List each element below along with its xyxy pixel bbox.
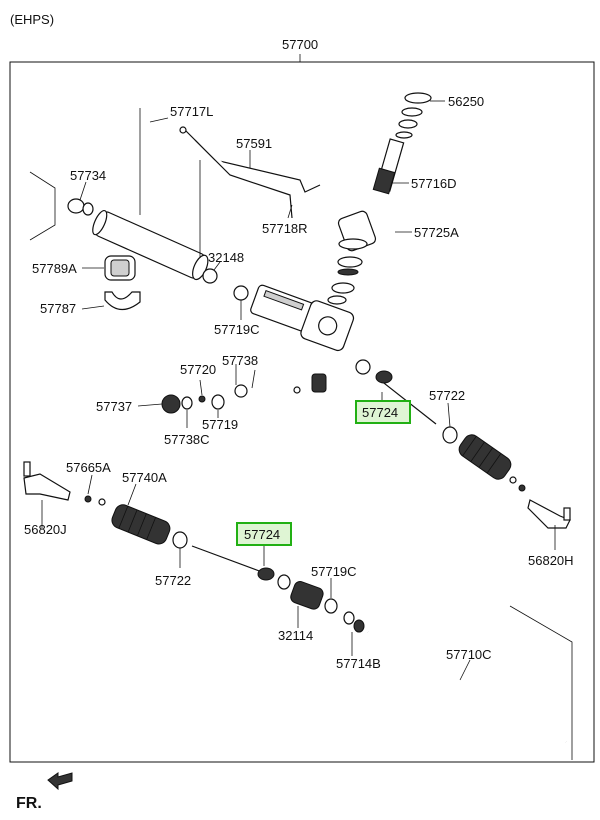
band-57722-right bbox=[442, 426, 458, 444]
label-57719C-bottom[interactable]: 57719C bbox=[311, 564, 357, 579]
nut-57720 bbox=[198, 395, 206, 403]
gear-body bbox=[250, 284, 355, 352]
label-57719C-top[interactable]: 57719C bbox=[214, 322, 260, 337]
label-32148[interactable]: 32148 bbox=[208, 250, 244, 265]
tie-rod-end-left bbox=[23, 473, 71, 501]
label-56250[interactable]: 56250 bbox=[448, 94, 484, 109]
label-57724-lower[interactable]: 57724 bbox=[244, 527, 280, 542]
tie-rod-end-left-stud bbox=[23, 461, 31, 477]
inner-tie-rod-left bbox=[191, 545, 263, 573]
seal-lower-1 bbox=[277, 574, 291, 590]
assembly-number-label: 57700 bbox=[282, 37, 318, 52]
left-tie-rod-group bbox=[23, 461, 275, 581]
rack-assembly bbox=[277, 574, 573, 760]
label-57719[interactable]: 57719 bbox=[202, 417, 238, 432]
label-32114[interactable]: 32114 bbox=[278, 628, 313, 643]
gear-housing-assembly bbox=[29, 92, 432, 414]
label-57710C[interactable]: 57710C bbox=[446, 647, 492, 662]
label-57738[interactable]: 57738 bbox=[222, 353, 258, 368]
bush-32114 bbox=[290, 581, 324, 610]
label-57787[interactable]: 57787 bbox=[40, 301, 76, 316]
tie-rod-end-right-stud bbox=[563, 507, 571, 521]
label-57720[interactable]: 57720 bbox=[180, 362, 216, 377]
label-57738C[interactable]: 57738C bbox=[164, 432, 210, 447]
seal-57734 bbox=[67, 198, 85, 214]
small-bolt bbox=[293, 386, 301, 394]
label-57716D[interactable]: 57716D bbox=[411, 176, 457, 191]
spring-57719 bbox=[211, 394, 225, 410]
label-57724-upper[interactable]: 57724 bbox=[362, 405, 398, 420]
seal-57714b-2 bbox=[353, 619, 365, 633]
band-57722-left bbox=[172, 531, 188, 549]
label-57718R[interactable]: 57718R bbox=[262, 221, 308, 236]
seal-57714b-1 bbox=[343, 611, 355, 625]
variant-label: (EHPS) bbox=[10, 12, 54, 27]
bellows-right bbox=[458, 434, 512, 480]
tie-rod-end-right bbox=[527, 499, 571, 529]
label-56820H[interactable]: 56820H bbox=[528, 553, 574, 568]
label-57714B[interactable]: 57714B bbox=[336, 656, 381, 671]
oring-57738c bbox=[181, 396, 193, 410]
seal-57734-inner bbox=[82, 202, 94, 216]
highlight-57724-upper bbox=[355, 400, 411, 424]
yoke-block bbox=[311, 373, 327, 393]
label-56820J[interactable]: 56820J bbox=[24, 522, 67, 537]
housing-bracket-line bbox=[29, 171, 56, 241]
leader-lines bbox=[41, 100, 556, 681]
label-57789A[interactable]: 57789A bbox=[32, 261, 77, 276]
label-57722-right[interactable]: 57722 bbox=[429, 388, 465, 403]
label-57722-left[interactable]: 57722 bbox=[155, 573, 191, 588]
tube-fitting bbox=[179, 126, 187, 134]
input-shaft bbox=[372, 92, 432, 195]
front-label: FR. bbox=[16, 795, 42, 812]
label-57717L[interactable]: 57717L bbox=[170, 104, 213, 119]
inner-tie-rod-right-ball bbox=[375, 370, 393, 384]
mounting-bush bbox=[104, 255, 136, 281]
front-direction-indicator: FR. bbox=[16, 772, 73, 812]
label-57740A[interactable]: 57740A bbox=[122, 470, 167, 485]
bellows-left bbox=[111, 504, 171, 545]
ring-57738 bbox=[234, 384, 248, 398]
rack-housing-tube bbox=[92, 209, 209, 281]
highlight-57724-lower bbox=[236, 522, 292, 546]
part-labels: 56250 57717L 57591 57734 57716D 57718R 5… bbox=[24, 94, 574, 671]
yoke-plug-57737 bbox=[161, 394, 181, 414]
label-57734[interactable]: 57734 bbox=[70, 168, 106, 183]
inner-tie-rod-left-ball bbox=[257, 567, 275, 581]
seal-right bbox=[355, 359, 371, 375]
front-arrow-icon bbox=[47, 772, 73, 791]
right-tie-rod-group bbox=[375, 370, 571, 529]
seal-57719c-lower bbox=[324, 598, 338, 614]
rack-bracket-line bbox=[509, 605, 573, 760]
diagram-frame bbox=[9, 61, 595, 763]
label-57665A[interactable]: 57665A bbox=[66, 460, 111, 475]
label-57591[interactable]: 57591 bbox=[236, 136, 272, 151]
bush-clamp bbox=[104, 291, 141, 311]
feed-tube-lower bbox=[194, 139, 293, 219]
seal-57719c-upper bbox=[233, 285, 249, 301]
label-57737[interactable]: 57737 bbox=[96, 399, 132, 414]
seal-32148 bbox=[202, 268, 218, 284]
label-57725A[interactable]: 57725A bbox=[414, 225, 459, 240]
pinion-stack bbox=[327, 210, 377, 305]
